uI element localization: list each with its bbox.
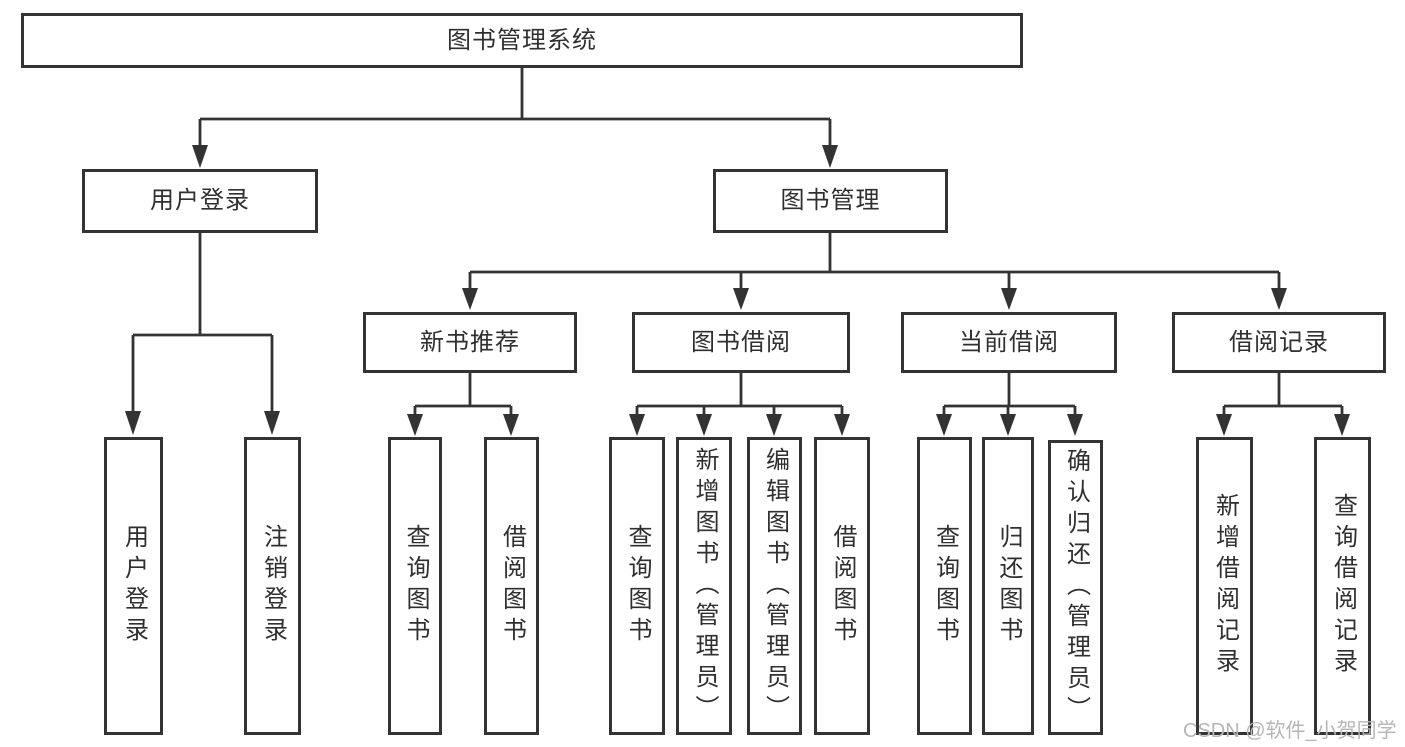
leaf-logout: 注销登录 [244, 437, 301, 735]
leaf-user-login: 用户登录 [104, 437, 163, 735]
node-root: 图书管理系统 [21, 13, 1023, 68]
node-current-borrowing: 当前借阅 [901, 312, 1117, 373]
leaf-confirm-return-admin: 确认归还（管理员） [1048, 440, 1103, 735]
node-user-login: 用户登录 [82, 169, 318, 233]
node-new-book-recommendation: 新书推荐 [363, 312, 577, 373]
leaf-borrow-books-borrowing: 借阅图书 [814, 437, 870, 735]
leaf-return-books: 归还图书 [982, 437, 1034, 735]
leaf-query-books-recommend: 查询图书 [388, 437, 442, 735]
node-book-borrowing: 图书借阅 [632, 312, 850, 373]
leaf-add-borrow-record: 新增借阅记录 [1196, 437, 1253, 735]
leaf-query-borrow-record: 查询借阅记录 [1314, 437, 1371, 735]
csdn-watermark: CSDN @软件_小贺同学 [1183, 720, 1397, 742]
leaf-query-books-current: 查询图书 [917, 437, 972, 735]
leaf-add-books-admin: 新增图书（管理员） [676, 437, 732, 735]
leaf-borrow-books-recommend: 借阅图书 [484, 437, 539, 735]
node-book-management: 图书管理 [713, 169, 948, 233]
leaf-edit-books-admin: 编辑图书（管理员） [747, 437, 802, 735]
leaf-query-books-borrowing: 查询图书 [609, 437, 665, 735]
node-borrowing-records: 借阅记录 [1172, 312, 1386, 373]
